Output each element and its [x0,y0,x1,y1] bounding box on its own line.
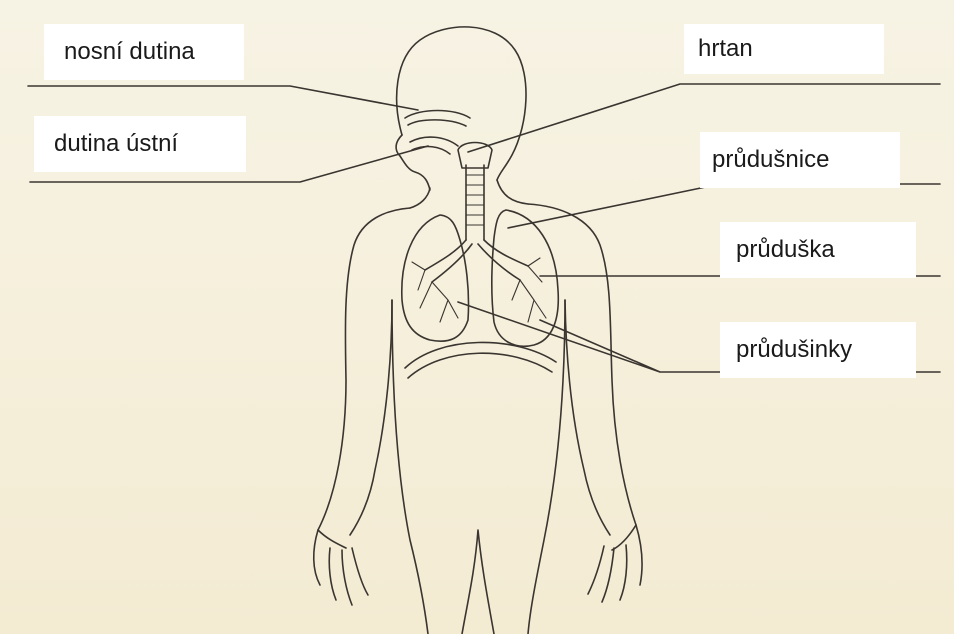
label-prudusnice: průdušnice [700,132,900,188]
left-shoulder-arm [318,208,410,548]
left-hand [314,530,368,605]
label-text: průduška [736,238,835,262]
diaphragm [405,342,556,378]
label-text: průdušnice [712,148,829,172]
label-prudusinky: průdušinky [720,322,916,378]
label-hrtan: hrtan [684,24,884,74]
label-text: nosní dutina [64,40,195,64]
trachea-rings [466,175,484,225]
label-nosni-dutina: nosní dutina [44,24,244,80]
label-pruduska: průduška [720,222,916,278]
right-inner-arm [565,300,610,535]
label-text: průdušinky [736,338,852,362]
right-hand [588,525,642,602]
neck-left [410,188,430,208]
nasal-cavity [405,111,470,127]
left-inner-arm [350,300,392,535]
bronchioles [412,258,546,322]
label-text: hrtan [698,37,753,61]
torso-left [392,300,428,634]
label-text: dutina ústní [54,132,178,156]
left-lung [402,215,469,341]
trachea [466,165,484,240]
face-profile [396,135,430,190]
bronchi-right [478,240,528,280]
right-shoulder-arm [528,204,636,550]
pointer-nosni-dutina [28,86,418,110]
torso-right [528,300,565,634]
head-outline [397,27,526,180]
crotch [462,530,494,634]
neck-right [497,180,528,204]
label-dutina-ustni: dutina ústní [34,116,246,172]
oral-cavity [410,137,458,154]
